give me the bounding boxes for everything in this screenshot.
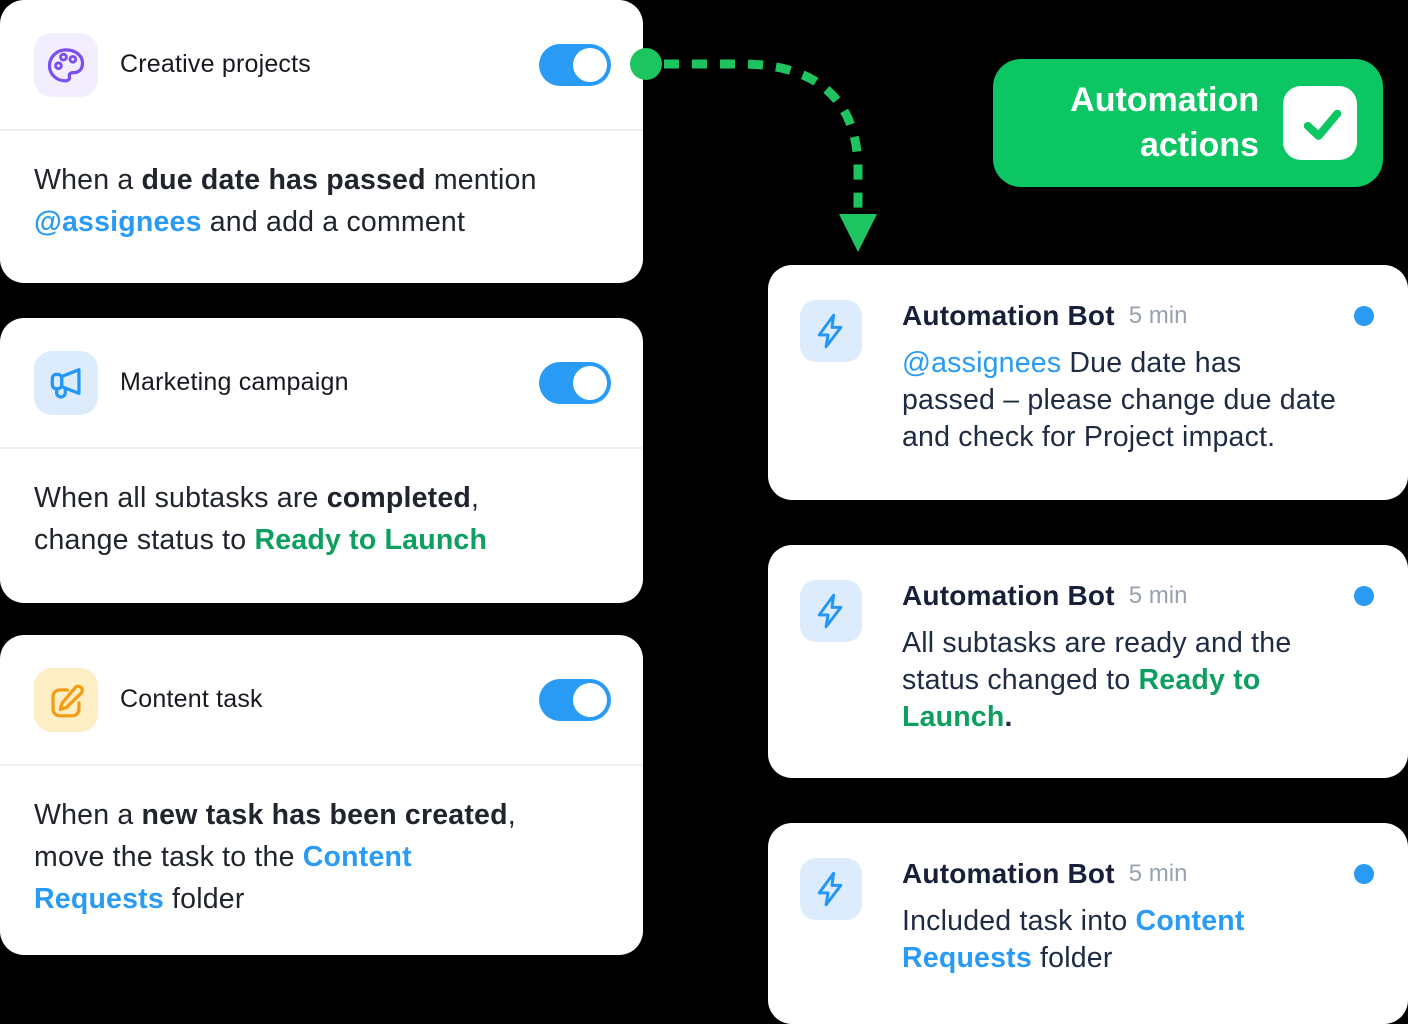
lightning-icon: [800, 858, 862, 920]
rule-header: Content task: [0, 635, 643, 766]
rule-title: Marketing campaign: [120, 368, 349, 396]
automation-actions-button[interactable]: Automation actions: [993, 59, 1383, 187]
toggle-knob: [573, 47, 607, 82]
lightning-icon: [800, 580, 862, 642]
automation-actions-label: Automation actions: [1070, 81, 1259, 164]
rule-description: When a new task has been created,move th…: [34, 799, 516, 915]
edit-icon: [34, 667, 98, 732]
bot-name: Automation Bot: [902, 580, 1115, 611]
creative-projects-toggle[interactable]: [539, 43, 611, 86]
rule-header: Marketing campaign: [0, 318, 643, 449]
rule-title: Creative projects: [120, 50, 311, 78]
unread-dot: [1354, 586, 1374, 606]
unread-dot: [1354, 306, 1374, 326]
rule-description: When a due date has passed mention@assig…: [34, 164, 537, 238]
timestamp: 5 min: [1128, 302, 1188, 329]
unread-dot: [1354, 864, 1374, 884]
dashed-connector-arrow: [630, 48, 877, 252]
palette-icon: [34, 32, 98, 97]
notification-card: Automation Bot 5 min @assignees Due date…: [768, 265, 1408, 500]
lightning-icon: [800, 300, 862, 362]
rule-title: Content task: [120, 685, 263, 713]
rule-header: Creative projects: [0, 0, 643, 131]
rule-card-content-task: Content task When a new task has been cr…: [0, 635, 643, 955]
toggle-knob: [573, 365, 607, 400]
toggle-knob: [573, 682, 607, 717]
check-icon: [1283, 86, 1357, 160]
rule-card-marketing-campaign: Marketing campaign When all subtasks are…: [0, 318, 643, 603]
timestamp: 5 min: [1128, 860, 1188, 887]
rule-description: When all subtasks are completed,change s…: [34, 482, 488, 556]
notification-card: Automation Bot 5 min Included task into …: [768, 823, 1408, 1024]
rule-card-creative-projects: Creative projects When a due date has pa…: [0, 0, 643, 283]
content-task-toggle[interactable]: [539, 678, 611, 721]
arrowhead: [839, 214, 877, 252]
timestamp: 5 min: [1128, 582, 1188, 609]
megaphone-icon: [34, 350, 98, 415]
marketing-campaign-toggle[interactable]: [539, 361, 611, 404]
notification-card: Automation Bot 5 min All subtasks are re…: [768, 545, 1408, 778]
bot-name: Automation Bot: [902, 858, 1115, 889]
bot-name: Automation Bot: [902, 300, 1115, 331]
